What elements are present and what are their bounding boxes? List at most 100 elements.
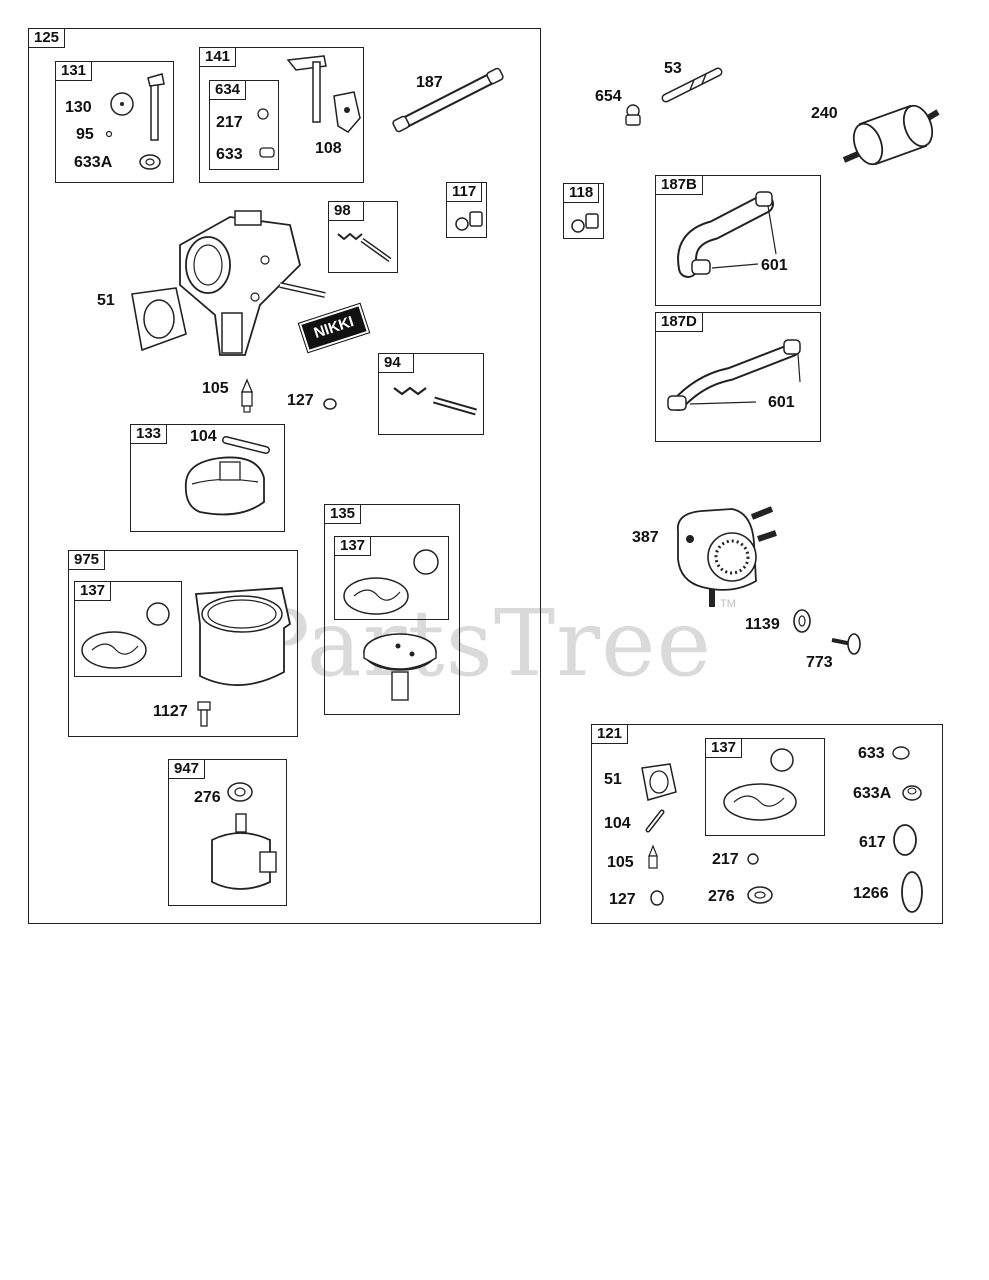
- part-1139-label[interactable]: 1139: [745, 616, 780, 633]
- part-121-617-label[interactable]: 617: [859, 834, 886, 851]
- kit-187b-label[interactable]: 187B: [655, 175, 703, 195]
- kit-141-label[interactable]: 141: [199, 47, 237, 67]
- fitting-117-icon: [455, 211, 483, 231]
- part-121-104-label[interactable]: 104: [604, 815, 631, 832]
- kit-975-label[interactable]: 975: [68, 550, 106, 570]
- part-53-label[interactable]: 53: [664, 60, 682, 77]
- part-108-label[interactable]: 108: [315, 140, 342, 157]
- kit-125-box: 125: [28, 28, 541, 924]
- part-121-127-label[interactable]: 127: [609, 891, 636, 908]
- part-121-633a-label[interactable]: 633A: [853, 785, 892, 802]
- solenoid-icon: [211, 782, 277, 890]
- bolt-1127-icon: [197, 701, 211, 727]
- washer-121-127-icon: [650, 890, 664, 906]
- part-121-633-label[interactable]: 633: [858, 745, 885, 762]
- mixture-screw-icon: [393, 386, 477, 416]
- kit-125-label[interactable]: 125: [28, 28, 66, 48]
- kit-117-box: 117: [446, 182, 487, 238]
- part-104-label[interactable]: 104: [190, 428, 217, 445]
- spacer-121-633a-icon: [902, 785, 922, 801]
- fitting-654-icon: [625, 104, 641, 126]
- kit-975-137-label[interactable]: 137: [74, 581, 112, 601]
- kit-634-box: 634: [209, 80, 279, 170]
- carburetor-icon: [179, 210, 326, 356]
- clip-121-217-icon: [747, 853, 759, 865]
- kit-133-box: 133: [130, 424, 285, 532]
- bowl-plate-icon: [363, 633, 437, 701]
- part-276-label[interactable]: 276: [194, 789, 221, 806]
- fuel-line-187-icon: [392, 67, 504, 133]
- kit-118-box: 118: [563, 183, 604, 239]
- choke-shaft-icon: [257, 55, 361, 158]
- part-121-105-label[interactable]: 105: [607, 854, 634, 871]
- part-1127-label[interactable]: 1127: [153, 703, 188, 720]
- kit-947-box: 947: [168, 759, 287, 906]
- part-217-label[interactable]: 217: [216, 114, 243, 131]
- part-601-187d-label[interactable]: 601: [768, 394, 795, 411]
- kit-98-box: 98: [328, 201, 398, 273]
- kit-135-label[interactable]: 135: [324, 504, 362, 524]
- part-105-label[interactable]: 105: [202, 380, 229, 397]
- kit-135-137-box: 137: [334, 536, 449, 620]
- kit-975-137-box: 137: [74, 581, 182, 677]
- needle-121-105-icon: [648, 844, 658, 869]
- part-127-label[interactable]: 127: [287, 392, 314, 409]
- part-121-51-label[interactable]: 51: [604, 771, 622, 788]
- kit-135-137-label[interactable]: 137: [334, 536, 372, 556]
- kit-131-box: 131: [55, 61, 174, 183]
- gasket-121-51-icon: [641, 763, 677, 801]
- watermark: PartsTree: [248, 590, 713, 697]
- kit-118-label[interactable]: 118: [563, 183, 600, 203]
- gasket-set-icon: [343, 549, 439, 615]
- part-121-1266-label[interactable]: 1266: [853, 885, 889, 902]
- washer-1139-icon: [793, 609, 811, 633]
- kit-975-box: 975: [68, 550, 298, 737]
- kit-634-label[interactable]: 634: [209, 80, 247, 100]
- kit-947-label[interactable]: 947: [168, 759, 206, 779]
- float-bowl-icon: [194, 587, 292, 686]
- part-95-label[interactable]: 95: [76, 126, 94, 143]
- oring-121-1266-icon: [901, 871, 923, 913]
- part-773-label[interactable]: 773: [806, 654, 833, 671]
- washer-121-276-icon: [747, 886, 773, 904]
- gasket-set-975-icon: [81, 602, 170, 669]
- gasket-set-121-icon: [723, 748, 797, 821]
- idle-screw-icon: [337, 232, 392, 263]
- kit-187d-box: 187D: [655, 312, 821, 442]
- spacer-121-633-icon: [892, 746, 910, 760]
- part-633a-label[interactable]: 633A: [74, 154, 113, 171]
- part-121-217-label[interactable]: 217: [712, 851, 739, 868]
- kit-94-label[interactable]: 94: [378, 353, 414, 373]
- pin-121-104-icon: [645, 809, 665, 833]
- kit-135-box: 135: [324, 504, 460, 715]
- kit-133-label[interactable]: 133: [130, 424, 168, 444]
- kit-187d-label[interactable]: 187D: [655, 312, 703, 332]
- kit-98-label[interactable]: 98: [328, 201, 364, 221]
- fuel-filter-icon: [842, 104, 940, 166]
- part-633-label[interactable]: 633: [216, 146, 243, 163]
- fuel-pump-icon: [677, 506, 777, 607]
- kit-141-box: 141: [199, 47, 364, 183]
- kit-131-label[interactable]: 131: [55, 61, 93, 81]
- fuel-line-187b-icon: [677, 191, 777, 278]
- float-icon: [184, 436, 270, 516]
- part-601-187b-label[interactable]: 601: [761, 257, 788, 274]
- fuel-line-187d-icon: [667, 339, 801, 411]
- part-240-label[interactable]: 240: [811, 105, 838, 122]
- kit-121-137-label[interactable]: 137: [705, 738, 743, 758]
- kit-121-137-box: 137: [705, 738, 825, 836]
- part-130-label[interactable]: 130: [65, 99, 92, 116]
- needle-105-icon: [241, 378, 253, 413]
- kit-117-label[interactable]: 117: [446, 182, 483, 202]
- gasket-51-icon: [131, 287, 187, 352]
- part-387-label[interactable]: 387: [632, 529, 659, 546]
- kit-121-box: 121: [591, 724, 943, 924]
- part-51-label[interactable]: 51: [97, 292, 115, 309]
- part-121-276-label[interactable]: 276: [708, 888, 735, 905]
- kit-94-box: 94: [378, 353, 484, 435]
- throttle-shaft-icon: [105, 73, 165, 170]
- part-187-label[interactable]: 187: [416, 74, 443, 91]
- fitting-53-icon: [661, 67, 723, 103]
- part-654-label[interactable]: 654: [595, 88, 622, 105]
- kit-121-label[interactable]: 121: [591, 724, 629, 744]
